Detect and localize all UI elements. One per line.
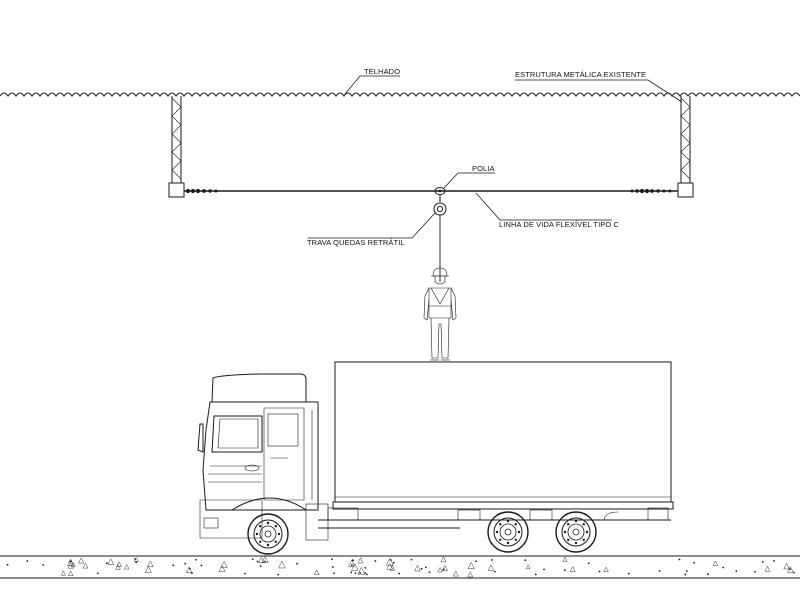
ground-slab [0,555,800,579]
label-fall-arrester: TRAVA QUEDAS RETRÁTIL [307,212,436,247]
right-steel-column [677,96,694,198]
truck-cab [197,373,359,541]
roof-line [0,92,800,97]
wheel [247,513,289,555]
label-roof-text: TELHADO [364,67,400,76]
wheel [487,511,529,553]
label-pulley: POLIA [443,164,495,189]
truck-chassis [318,507,671,529]
label-lifeline: LINHA DE VIDA FLEXÍVEL TIPO C [475,192,620,229]
retractable-fall-arrester [433,202,447,282]
label-structure: ESTRUTURA METÁLICA EXISTENTE [515,70,683,103]
worker-figure [423,267,457,361]
label-pulley-text: POLIA [472,164,495,173]
truck-cargo-box [332,361,674,510]
wheel [555,511,597,553]
label-lifeline-text: LINHA DE VIDA FLEXÍVEL TIPO C [499,220,620,229]
pulley [434,187,446,202]
lifeline-cable [184,188,678,194]
truck-wheels [247,511,597,555]
label-roof: TELHADO [344,67,400,95]
label-structure-text: ESTRUTURA METÁLICA EXISTENTE [515,70,646,79]
left-steel-column [168,96,185,198]
label-fall-arrester-text: TRAVA QUEDAS RETRÁTIL [307,238,405,247]
